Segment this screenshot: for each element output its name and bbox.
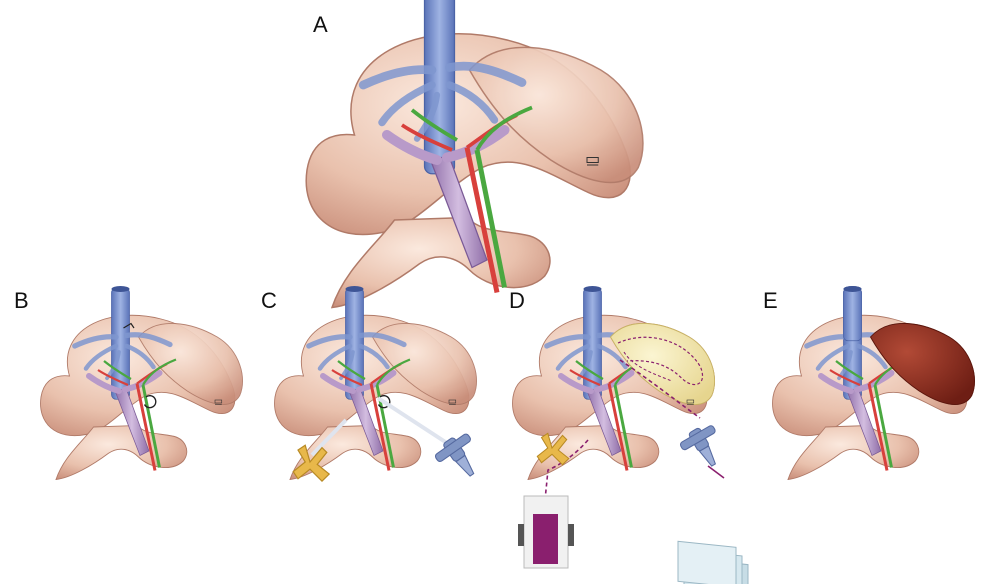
panel-label-d: D: [509, 288, 525, 313]
panel-label-a: A: [313, 12, 328, 37]
pump-icon: [518, 495, 574, 569]
catheter-icon: [676, 420, 731, 475]
panel-c-liver: [275, 286, 477, 480]
panel-label-e: E: [763, 288, 778, 313]
collection-bag-icon: [677, 540, 749, 584]
panel-d-liver: [513, 286, 715, 480]
panel-label-c: C: [261, 288, 277, 313]
panel-a-liver: [306, 0, 643, 308]
panel-e-liver: [773, 286, 975, 480]
panel-b-liver: [41, 286, 243, 480]
panel-label-b: B: [14, 288, 29, 313]
